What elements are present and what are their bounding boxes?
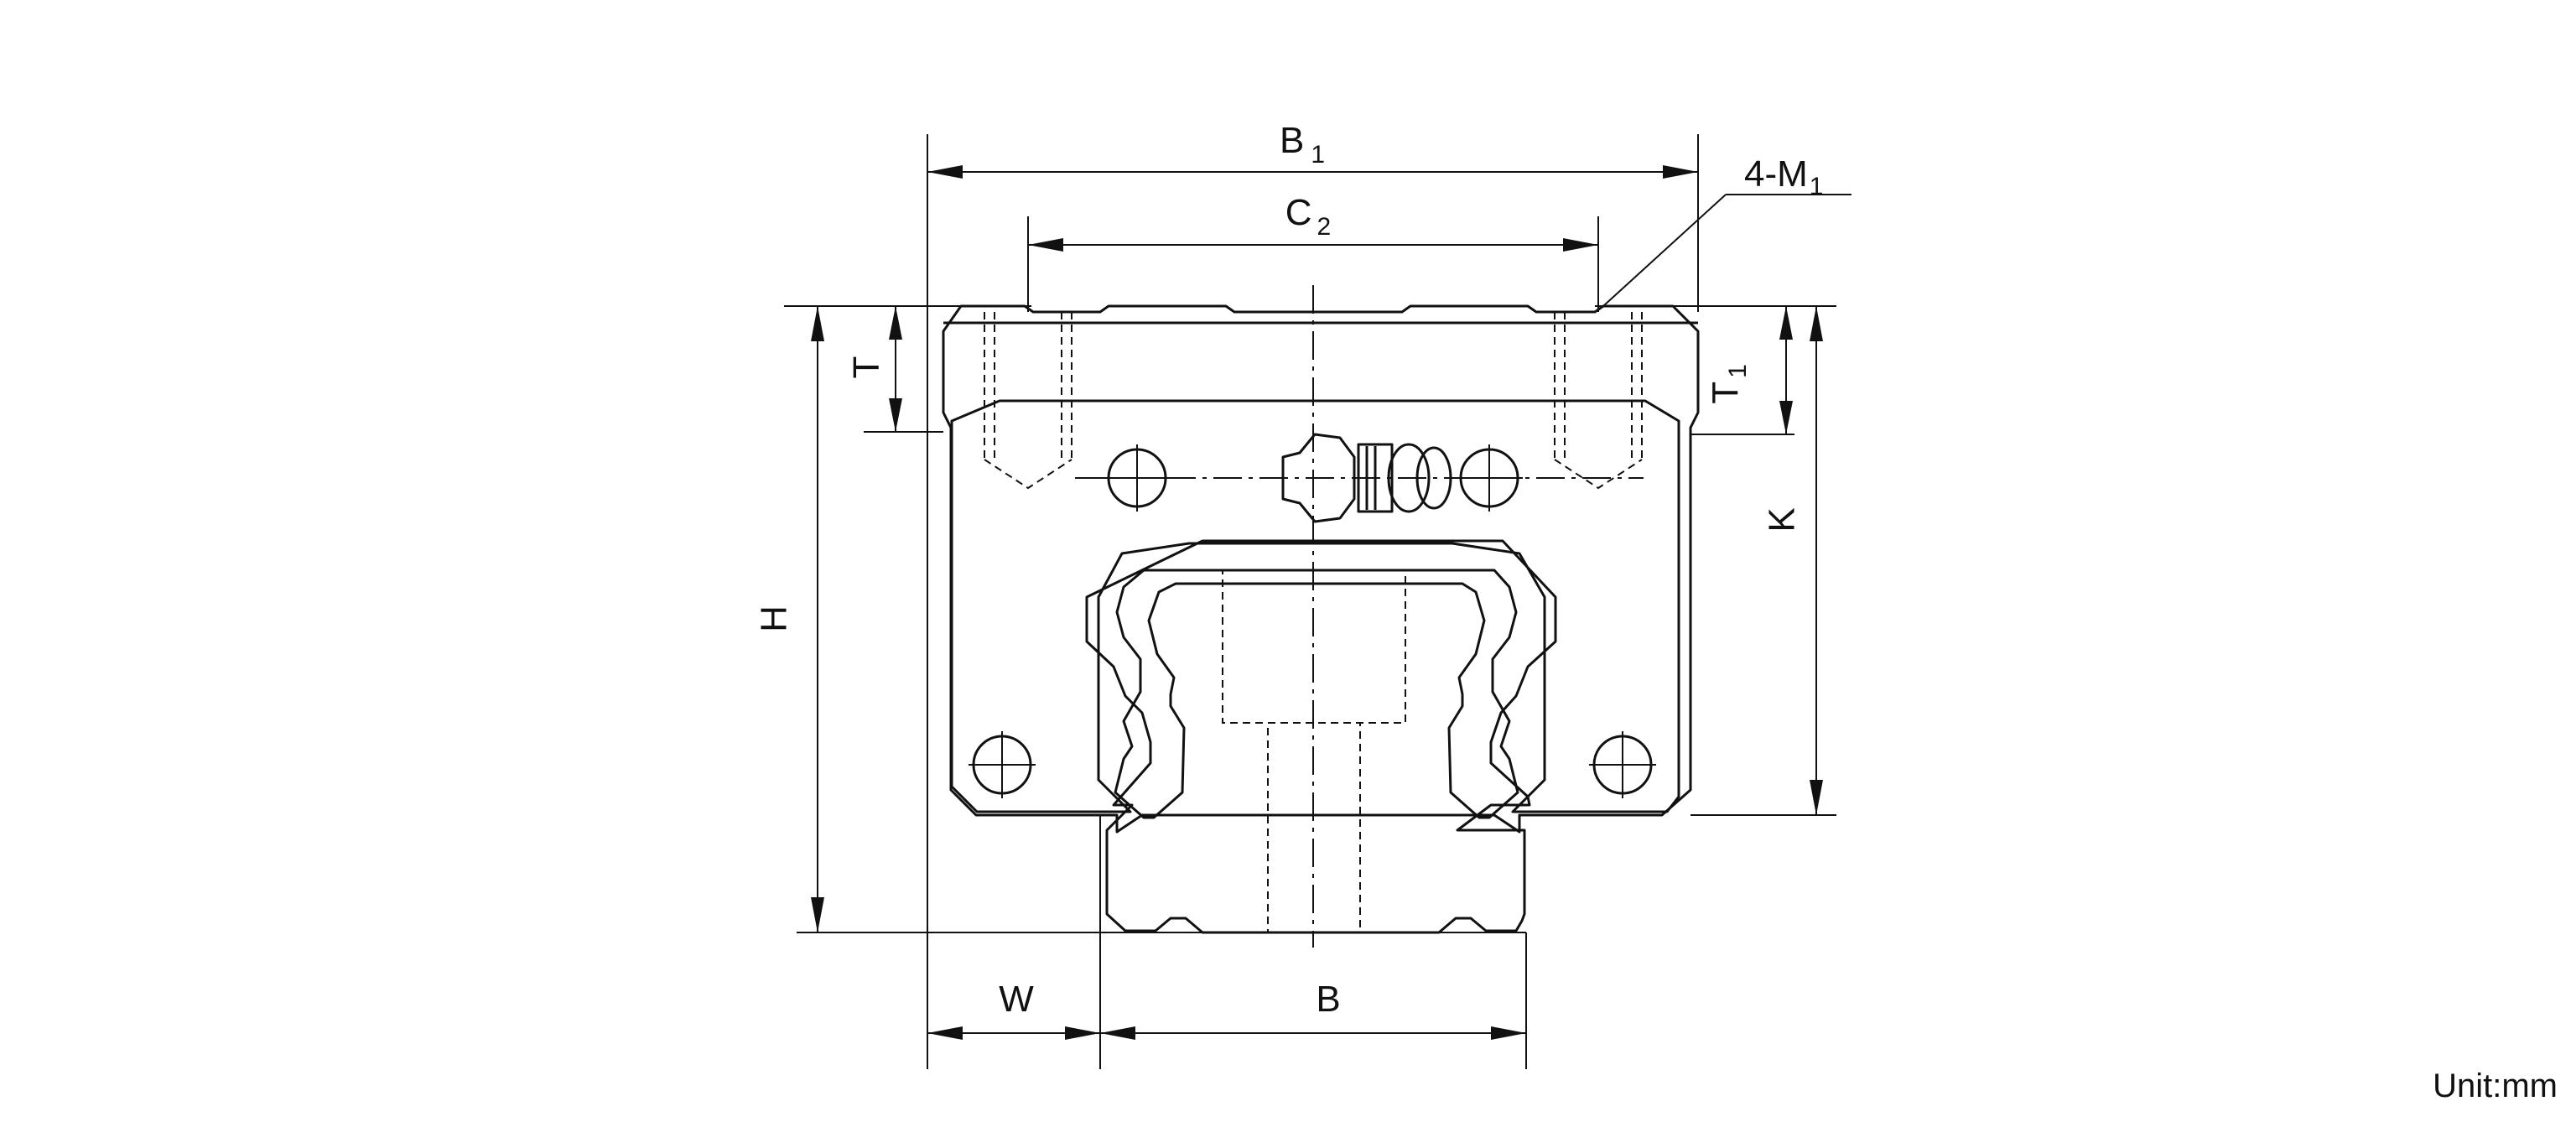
label-4-m1: 4-M1	[1744, 153, 1823, 200]
tapped-hole-left	[984, 312, 1072, 490]
label-t: T	[846, 356, 887, 379]
dimension-t	[889, 306, 902, 432]
dimension-h	[811, 306, 824, 932]
unit-label: Unit:mm	[2433, 1067, 2558, 1104]
leader-4-m1	[1602, 194, 1852, 307]
rail-outline	[1085, 539, 1557, 934]
label-h: H	[754, 605, 795, 632]
label-b: B	[1316, 979, 1340, 1020]
label-k: K	[1762, 507, 1803, 532]
label-t1: T1	[1705, 364, 1752, 404]
dimension-c2	[1028, 238, 1598, 252]
dimension-w	[927, 1026, 1100, 1040]
rail-inner-outline	[1114, 569, 1519, 819]
dimension-b1	[927, 165, 1698, 179]
tapped-hole-right	[1554, 312, 1643, 490]
dimension-t1	[1779, 306, 1793, 434]
block-outline	[942, 304, 1700, 834]
block-inner-outline	[950, 399, 1680, 813]
dimension-k	[1810, 306, 1823, 815]
dimension-b	[1100, 1026, 1526, 1040]
label-w: W	[999, 979, 1034, 1020]
